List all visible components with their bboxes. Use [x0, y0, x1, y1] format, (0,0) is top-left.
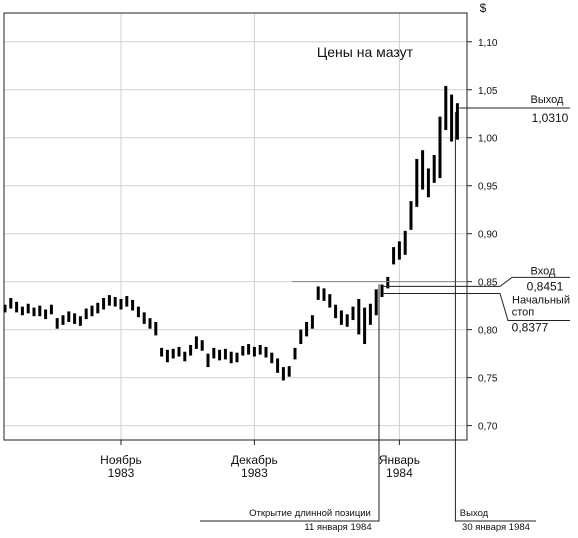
ohlc-bars [3, 85, 459, 381]
y-tick-label: 0,70 [478, 422, 498, 433]
x-month-label: Ноябрь [100, 453, 142, 467]
x-year-label: 1983 [108, 466, 135, 480]
x-month-label: Декабрь [231, 453, 278, 467]
y-tick-label: 1,05 [478, 86, 498, 97]
y-tick-label: 0,80 [478, 326, 498, 337]
stop-label-2: стоп [512, 306, 535, 318]
exit-date-label: Выход [460, 508, 489, 519]
entry-value: 0,8451 [527, 279, 564, 293]
x-month-label: Январь [379, 453, 420, 467]
open-position-date: 11 января 1984 [304, 522, 371, 533]
open-position-label: Открытие длинной позиции [249, 508, 371, 519]
x-year-label: 1983 [241, 466, 268, 480]
exit-date-value: 30 января 1984 [462, 522, 530, 533]
exit-date-leader [454, 111, 536, 522]
x-year-label: 1984 [386, 466, 413, 480]
exit-value: 1,0310 [532, 111, 569, 125]
y-unit-label: $ [480, 1, 487, 15]
y-tick-label: 0,85 [478, 278, 498, 289]
exit-label: Выход [531, 94, 564, 106]
entry-label: Вход [531, 265, 556, 277]
y-tick-label: 0,95 [478, 182, 498, 193]
stop-level-line [383, 292, 570, 321]
entry-date-leader [200, 284, 380, 522]
entry-level-line [383, 276, 570, 287]
chart-title: Цены на мазут [317, 44, 414, 60]
y-tick-label: 0,90 [478, 230, 498, 241]
stop-value: 0,8377 [512, 320, 549, 334]
plot-frame [3, 12, 468, 441]
y-tick-label: 1,00 [478, 134, 498, 145]
gridlines [4, 13, 467, 440]
stop-label-1: Начальный [512, 294, 570, 306]
y-tick-label: 0,75 [478, 374, 498, 385]
y-axis: 0,70 0,75 0,80 0,85 0,90 0,95 1,00 1,05 1,10 [467, 38, 498, 433]
y-tick-label: 1,10 [478, 38, 498, 49]
